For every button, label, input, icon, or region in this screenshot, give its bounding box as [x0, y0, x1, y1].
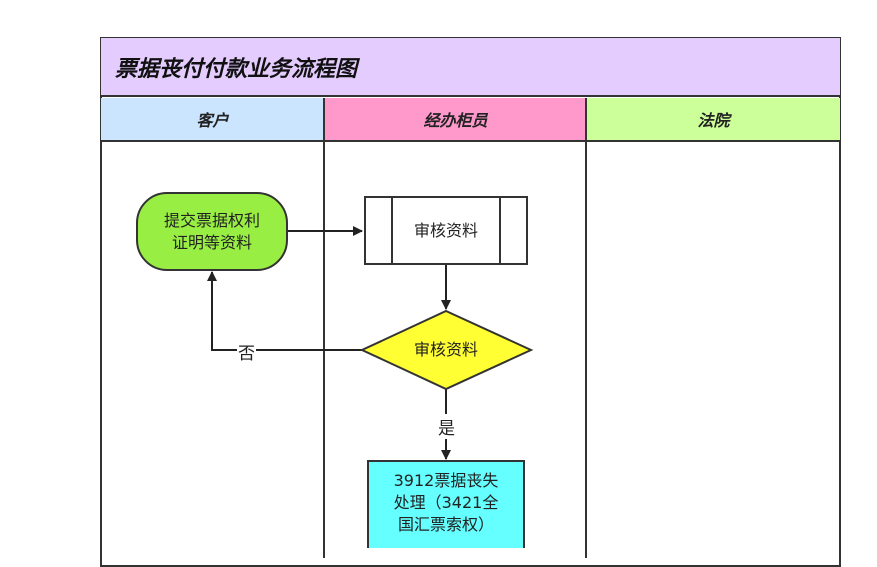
- edge-decision-no: [207, 271, 362, 351]
- node-submit-line1: 提交票据权利: [163, 210, 260, 230]
- edge-label-no: 否: [237, 339, 256, 364]
- node-review-decision-shape: [359, 309, 534, 391]
- lane-divider: [585, 98, 587, 558]
- connectors: [136, 192, 534, 548]
- lane-divider: [323, 98, 325, 558]
- edge-label-yes: 是: [437, 414, 456, 439]
- lane-header-teller: 经办柜员: [325, 98, 586, 142]
- node-handle-line1: 3912票据丧失: [393, 471, 499, 490]
- node-handle-line2: 处理（3421全: [393, 493, 499, 512]
- node-handle-line3: 国汇票索权）: [397, 515, 494, 534]
- node-review-decision: 审核资料: [413, 340, 478, 359]
- diagram-title: 票据丧付付款业务流程图: [101, 38, 840, 97]
- lane-header-court: 法院: [587, 98, 840, 142]
- node-handle-shape: [367, 460, 525, 548]
- node-submit: 提交票据权利 证明等资料: [137, 193, 287, 270]
- node-submit-shape: [136, 192, 288, 271]
- lane-header-customer: 客户: [101, 98, 324, 142]
- node-handle: 3912票据丧失 处理（3421全 国汇票索权）: [368, 463, 524, 543]
- node-review-process: 审核资料: [413, 220, 478, 240]
- node-submit-line2: 证明等资料: [171, 232, 252, 252]
